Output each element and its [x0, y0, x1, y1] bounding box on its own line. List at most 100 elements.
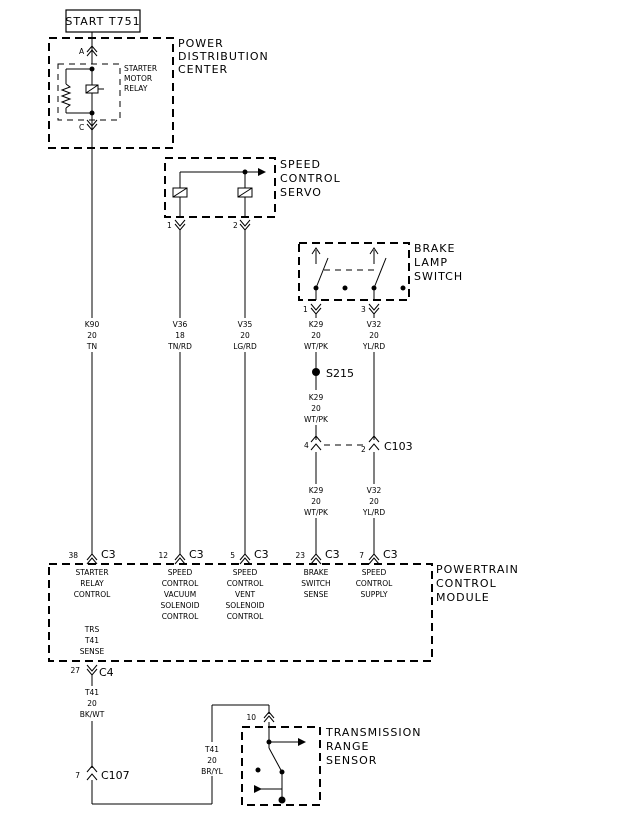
pcm-pin-5-line-2: CONTROL	[227, 579, 264, 588]
k29-top-color: WT/PK	[304, 342, 329, 351]
k90-color: TN	[86, 342, 97, 351]
pcm-pin-5-line-1: SPEED	[233, 568, 258, 577]
pcm-c4-pin: 27	[70, 666, 80, 675]
pcm-pin-23-line-2: SWITCH	[301, 579, 330, 588]
pcm-pin-12-line-2: CONTROL	[162, 579, 199, 588]
pdc-title-line-3: CENTER	[178, 63, 228, 76]
pcm-trs-line-3: SENSE	[80, 647, 105, 656]
trs-switch-contact	[268, 747, 283, 773]
brake-switch-outline	[298, 242, 410, 301]
start-reference: START T751	[65, 9, 141, 38]
k29-bot-color: WT/PK	[304, 508, 329, 517]
c103-label: C103	[384, 440, 413, 453]
brake-switch-pin-3: 3	[361, 305, 366, 314]
splice-s215: S215 K29 20 WT/PK	[304, 367, 354, 424]
trs-outline	[241, 726, 321, 806]
v35-gauge: 20	[240, 331, 250, 340]
k29-bot-circuit: K29	[309, 486, 324, 495]
transmission-range-sensor: 10 TRANSMISSION RANGE SENSOR	[241, 711, 421, 806]
servo-arrow-icon	[258, 168, 266, 176]
v35-color: LG/RD	[233, 342, 257, 351]
pdc-pin-c: C	[79, 123, 84, 132]
t41-right-color: BR/YL	[201, 767, 223, 776]
v32-top-gauge: 20	[369, 331, 379, 340]
pcm-trs-line-2: T41	[84, 636, 99, 645]
v36-circuit: V36	[173, 320, 188, 329]
v32-bot-gauge: 20	[369, 497, 379, 506]
starter-motor-relay: STARTER MOTOR RELAY	[57, 63, 157, 121]
start-reference-label: START T751	[65, 15, 140, 28]
pcm-pin-7-line-2: CONTROL	[356, 579, 393, 588]
c107-label: C107	[101, 769, 130, 782]
c107-pin: 7	[75, 771, 80, 780]
trs-title-line-1: TRANSMISSION	[325, 726, 421, 739]
relay-resistor	[60, 83, 72, 109]
relay-label-line-2: MOTOR	[124, 74, 152, 83]
brake-switch-contact-1	[315, 257, 329, 289]
pcm-pin-7-line-1: SPEED	[362, 568, 387, 577]
start-reference-box	[65, 9, 141, 33]
pcm-pin-38-line-2: RELAY	[80, 579, 104, 588]
pcm-title-line-1: POWERTRAIN	[436, 563, 519, 576]
pcm-pin-12-line-1: SPEED	[168, 568, 193, 577]
pdc-outline	[48, 37, 174, 149]
pcm-pin-7-line-3: SUPPLY	[360, 590, 387, 599]
brake-switch-pin-1: 1	[303, 305, 308, 314]
k29-mid-color: WT/PK	[304, 415, 329, 424]
pcm-pin-23-line-3: SENSE	[304, 590, 329, 599]
pcm-pin-5-line-4: SOLENOID	[225, 601, 264, 610]
trs-title-line-3: SENSOR	[326, 754, 377, 767]
brake-switch-contact-2	[373, 257, 387, 289]
pcm-title-line-2: CONTROL	[436, 577, 497, 590]
k29-bot-gauge: 20	[311, 497, 321, 506]
pcm-pin-23: 23	[295, 551, 305, 560]
connector-c103: 4 2 C103 K29 20 WT/PK V32 20 YL/RD	[304, 435, 413, 517]
relay-label-line-3: RELAY	[124, 84, 148, 93]
t41-right-circuit: T41	[204, 745, 219, 754]
pcm-pin-5: 5	[230, 551, 235, 560]
splice-dot	[312, 368, 320, 376]
servo-title-line-2: CONTROL	[280, 172, 341, 185]
k29-mid-circuit: K29	[309, 393, 324, 402]
v35-circuit: V35	[238, 320, 253, 329]
brake-switch-title-line-1: BRAKE	[414, 242, 455, 255]
pcm-pin-5-line-3: VENT	[235, 590, 255, 599]
servo-pin-2: 2	[233, 221, 238, 230]
trs-arrow-icon	[298, 738, 306, 746]
c103-pin-2: 2	[361, 445, 366, 454]
v32-bot-circuit: V32	[367, 486, 382, 495]
pcm-pin-7: 7	[359, 551, 364, 560]
trs-ground-icon	[278, 796, 286, 804]
wire-labels-upper: K90 20 TN V36 18 TN/RD V35 20 LG/RD K29 …	[85, 320, 386, 351]
pcm-outline	[48, 563, 433, 662]
pcm-c3-label-3: C3	[254, 548, 269, 561]
servo-title-line-1: SPEED	[280, 158, 321, 171]
k29-mid-gauge: 20	[311, 404, 321, 413]
pcm-pin-12-line-4: SOLENOID	[160, 601, 199, 610]
v36-color: TN/RD	[167, 342, 192, 351]
c103-pin-4: 4	[304, 441, 309, 450]
t41-left-gauge: 20	[87, 699, 97, 708]
v36-gauge: 18	[175, 331, 185, 340]
power-distribution-center: POWER DISTRIBUTION CENTER A STARTER MOTO…	[48, 37, 268, 149]
k29-top-circuit: K29	[309, 320, 324, 329]
pcm-pin-23-line-1: BRAKE	[304, 568, 329, 577]
brake-lamp-switch: BRAKE LAMP SWITCH 1 3	[298, 242, 462, 315]
pcm-pin-12-line-5: CONTROL	[162, 612, 199, 621]
pcm-c3-label-2: C3	[189, 548, 204, 561]
pcm-pin-38-line-1: STARTER	[75, 568, 108, 577]
brake-switch-title-line-2: LAMP	[414, 256, 448, 269]
pcm-pin-38: 38	[68, 551, 78, 560]
t41-left-color: BK/WT	[80, 710, 105, 719]
pcm-c4-label: C4	[99, 666, 114, 679]
servo-title-line-3: SERVO	[280, 186, 322, 199]
k29-top-gauge: 20	[311, 331, 321, 340]
pcm-title-line-3: MODULE	[436, 591, 490, 604]
wire-runs	[91, 148, 375, 554]
trs-title-line-2: RANGE	[326, 740, 369, 753]
k90-circuit: K90	[85, 320, 100, 329]
v32-top-color: YL/RD	[362, 342, 385, 351]
pcm-c3-label-4: C3	[325, 548, 340, 561]
pcm-pin-12-line-3: VACUUM	[164, 590, 196, 599]
